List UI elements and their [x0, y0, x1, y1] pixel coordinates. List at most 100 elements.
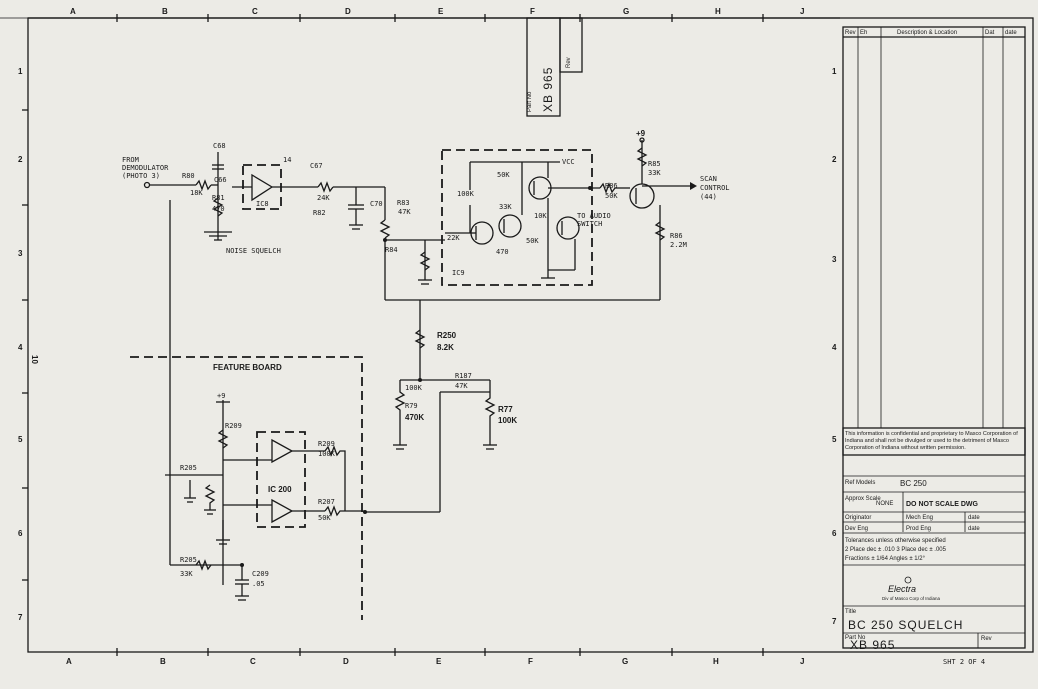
svg-text:R79: R79	[405, 402, 418, 410]
svg-text:47K: 47K	[398, 208, 411, 216]
svg-text:Dat: Dat	[985, 30, 995, 36]
drawing-part-number: XB 965	[850, 638, 895, 652]
bottom-zone-ruler: A B C D E F G H J SHT 2 OF 4	[66, 648, 985, 666]
svg-text:(PHOTO 3): (PHOTO 3)	[122, 172, 160, 180]
output-transistor	[629, 183, 655, 209]
svg-text:.05: .05	[252, 580, 265, 588]
svg-text:18K: 18K	[190, 189, 203, 197]
svg-text:TO AUDIO: TO AUDIO	[577, 212, 611, 220]
svg-text:Mech Eng: Mech Eng	[906, 515, 933, 521]
svg-text:J: J	[800, 657, 804, 666]
svg-text:Ref Models: Ref Models	[845, 480, 875, 486]
svg-text:DEMODULATOR: DEMODULATOR	[122, 164, 169, 172]
svg-text:100K: 100K	[405, 384, 423, 392]
svg-text:+9: +9	[636, 129, 646, 138]
svg-text:CONTROL: CONTROL	[700, 184, 730, 192]
svg-text:Rev: Rev	[981, 636, 992, 642]
svg-text:100K: 100K	[498, 416, 517, 425]
zone-col-e: E	[438, 7, 444, 16]
svg-text:D: D	[343, 657, 349, 666]
svg-text:H: H	[713, 657, 719, 666]
svg-text:R209: R209	[318, 440, 335, 448]
svg-text:R187: R187	[455, 372, 472, 380]
svg-text:33K: 33K	[648, 169, 661, 177]
svg-text:22K: 22K	[447, 234, 460, 242]
svg-text:470: 470	[496, 248, 509, 256]
svg-text:R207: R207	[318, 498, 335, 506]
feature-board-label: FEATURE BOARD	[213, 363, 282, 372]
svg-text:date: date	[968, 515, 980, 521]
left-zone-ruler: 1 2 3 4 5 6 7	[18, 67, 28, 622]
proprietary-notice: This information is confidential and pro…	[845, 431, 1018, 451]
svg-text:R86: R86	[605, 182, 618, 190]
part-tab-number: XB 965	[541, 67, 555, 112]
svg-text:8.2K: 8.2K	[437, 343, 454, 352]
svg-text:R82: R82	[313, 209, 326, 217]
svg-text:FROM: FROM	[122, 156, 139, 164]
company-name: Electra	[888, 584, 916, 594]
svg-text:50K: 50K	[497, 171, 510, 179]
svg-text:date: date	[968, 526, 980, 532]
svg-text:6: 6	[18, 529, 23, 538]
svg-text:2.2M: 2.2M	[670, 241, 687, 249]
svg-text:Fractions ± 1/64 Angles ± 1/: Fractions ± 1/64 Angles ± 1/2°	[845, 556, 926, 562]
svg-text:33K: 33K	[499, 203, 512, 211]
svg-text:5: 5	[18, 435, 23, 444]
svg-text:Part No: Part No	[845, 635, 866, 641]
svg-text:VCC: VCC	[562, 158, 575, 166]
svg-text:+9: +9	[217, 392, 225, 400]
do-not-scale: DO NOT SCALE DWG	[906, 501, 978, 508]
svg-text:Dev Eng: Dev Eng	[845, 526, 868, 532]
svg-text:2: 2	[18, 155, 23, 164]
schematic-circuit: FROM DEMODULATOR (PHOTO 3) 18K R80 C68 C…	[122, 129, 730, 620]
svg-text:date: date	[1005, 30, 1017, 36]
svg-text:R205: R205	[180, 464, 197, 472]
svg-text:470K: 470K	[405, 413, 424, 422]
ic9-transistor-4	[556, 216, 580, 240]
svg-text:C209: C209	[252, 570, 269, 578]
svg-text:50K: 50K	[318, 514, 331, 522]
ic8-opamp	[251, 173, 274, 202]
svg-text:SWITCH: SWITCH	[577, 220, 602, 228]
svg-text:3: 3	[18, 249, 23, 258]
svg-text:R86: R86	[670, 232, 683, 240]
ic9-transistor-3	[528, 176, 552, 200]
svg-text:50K: 50K	[605, 192, 618, 200]
sheet-count: SHT 2 OF 4	[943, 658, 985, 666]
title-block: This information is confidential and pro…	[842, 427, 1026, 652]
svg-text:C: C	[250, 657, 256, 666]
svg-text:Div of Masco Corp of Indiana: Div of Masco Corp of Indiana	[882, 596, 941, 601]
svg-text:100K: 100K	[318, 450, 336, 458]
svg-text:4: 4	[832, 343, 837, 352]
page-number: 10	[30, 355, 39, 364]
zone-col-g: G	[623, 7, 629, 16]
svg-text:7: 7	[832, 617, 837, 626]
svg-text:1: 1	[832, 67, 837, 76]
ic9-boundary	[441, 149, 593, 286]
svg-text:Approx Scale: Approx Scale	[845, 496, 881, 502]
svg-text:10K: 10K	[534, 212, 547, 220]
svg-text:IC 200: IC 200	[268, 485, 292, 494]
svg-text:(44): (44)	[700, 193, 717, 201]
ic9-transistor-2	[498, 214, 522, 238]
svg-text:5: 5	[832, 435, 837, 444]
svg-text:33K: 33K	[180, 570, 193, 578]
svg-text:6: 6	[832, 529, 837, 538]
svg-text:14: 14	[283, 156, 291, 164]
svg-text:R85: R85	[648, 160, 661, 168]
svg-text:SCAN: SCAN	[700, 175, 717, 183]
part-number-tab: Part No XB 965 Rev	[526, 17, 583, 117]
ic200-boundary	[256, 431, 306, 528]
svg-text:1: 1	[18, 67, 23, 76]
top-zone-ruler: A B C D E F G H J	[28, 7, 840, 22]
svg-text:Rev: Rev	[845, 30, 856, 36]
svg-text:Originator: Originator	[845, 515, 871, 521]
svg-text:Title: Title	[845, 609, 857, 615]
svg-text:Eh: Eh	[860, 30, 867, 36]
svg-text:50K: 50K	[526, 237, 539, 245]
svg-text:47K: 47K	[455, 382, 468, 390]
svg-text:R80: R80	[182, 172, 195, 180]
svg-text:Rev: Rev	[566, 57, 572, 68]
svg-text:4: 4	[18, 343, 23, 352]
